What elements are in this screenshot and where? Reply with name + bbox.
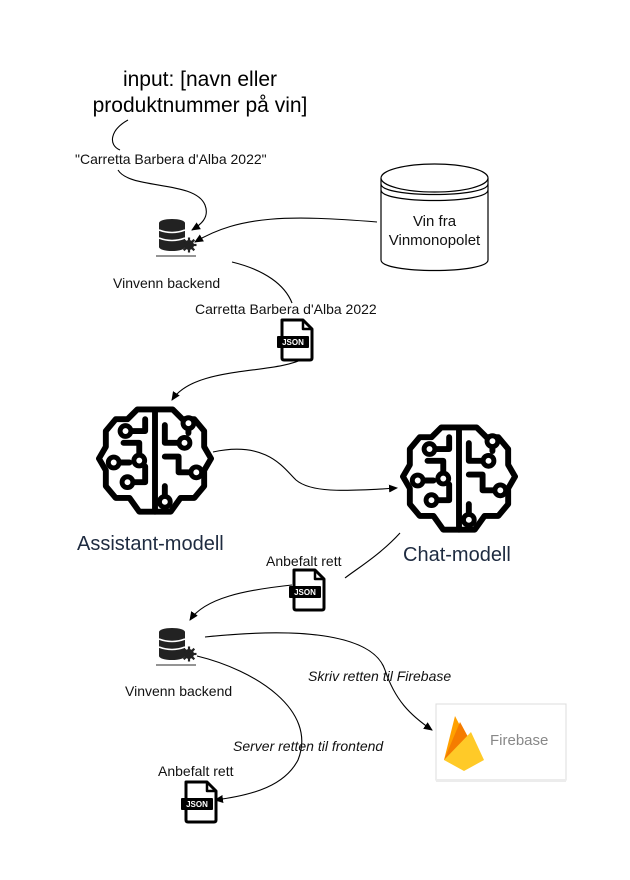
brain-icon (403, 427, 515, 529)
input-title-line1: input: [navn eller (122, 68, 278, 91)
input-example: "Carretta Barbera d'Alba 2022" (75, 151, 267, 167)
chat-model-label: Chat-modell (403, 544, 511, 566)
backend-bottom-label: Vinvenn backend (125, 683, 233, 699)
input-title: input: [navn eller produktnummer på vin] (80, 67, 320, 119)
edge-frontend-label: Server retten til frontend (233, 738, 384, 754)
firebase-card: Firebase (435, 703, 567, 782)
assistant-model-label: Assistant-modell (77, 533, 224, 555)
edge-database-to-backend (194, 217, 378, 243)
svg-text:JSON: JSON (282, 338, 304, 347)
edge-backend-to-frontend (196, 655, 303, 803)
backend-top-label: Vinvenn backend (113, 275, 221, 291)
svg-text:JSON: JSON (186, 800, 208, 809)
input-title-line2: produktnummer på vin] (92, 94, 308, 117)
edge-recommendation-to-backend (189, 584, 293, 621)
brain-icon (99, 409, 211, 511)
edge-assistant-to-chat (212, 448, 398, 493)
edge-firebase-label: Skriv retten til Firebase (308, 668, 452, 684)
json-payload-top-label: Carretta Barbera d'Alba 2022 (195, 301, 377, 317)
json-file-icon: JSON (288, 568, 326, 612)
json-recommendation-label: Anbefalt rett (266, 553, 342, 569)
firebase-wordmark: Firebase (490, 732, 548, 749)
edge-payload-to-assistant (171, 357, 306, 401)
json-file-icon: JSON (180, 780, 218, 824)
database-label: Vin fra Vinmonopolet (381, 212, 488, 250)
edge-backend-to-firebase (204, 632, 433, 731)
svg-text:JSON: JSON (294, 588, 316, 597)
json-file-icon: JSON (276, 318, 314, 362)
edge-chat-to-recommendation (344, 532, 401, 579)
edge-example-to-backend (117, 169, 207, 231)
json-output-label: Anbefalt rett (158, 763, 234, 779)
server-icon (156, 627, 198, 667)
firebase-flame-icon (444, 716, 484, 771)
edge-input-to-example (111, 119, 129, 151)
server-icon (156, 218, 198, 258)
database-cylinder (380, 163, 489, 272)
database-label-line2: Vinmonopolet (388, 232, 481, 249)
database-label-line1: Vin fra (412, 213, 457, 230)
edge-backend-to-payload (231, 261, 293, 304)
